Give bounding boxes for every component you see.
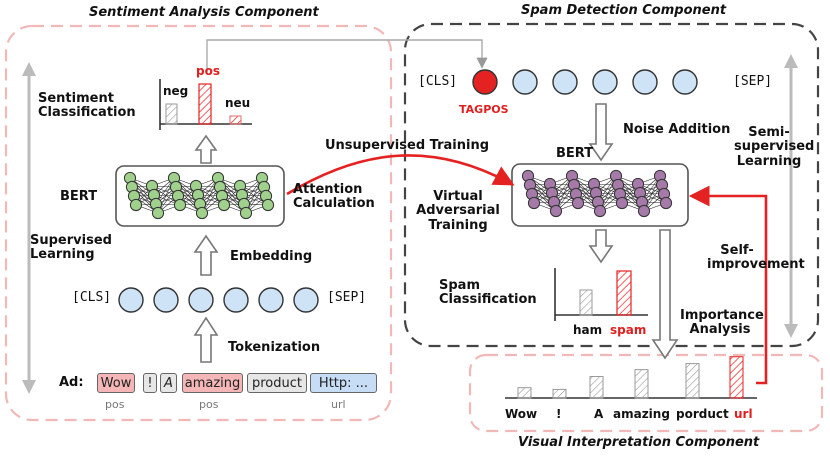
- semi-supervised-learning-label: Semi-supervised Learning: [734, 125, 815, 169]
- importance-bar: [589, 376, 604, 399]
- left-cls-token: [CLS]: [72, 290, 112, 305]
- tag-url: url: [331, 398, 346, 411]
- tag-pos-1: pos: [105, 398, 125, 411]
- token-amazing: amazing: [182, 373, 243, 393]
- token-node: [672, 69, 698, 95]
- ad-label: Ad:: [59, 375, 84, 390]
- token-exclaim: !: [143, 373, 157, 393]
- token-node: [118, 287, 144, 313]
- network-node: [217, 198, 231, 212]
- spam-component-box: [403, 22, 820, 348]
- importance-bar: [517, 387, 532, 399]
- token-node: [552, 69, 578, 95]
- network-node: [239, 206, 253, 220]
- importance-bar: [552, 388, 567, 399]
- neg-label: neg: [163, 84, 189, 98]
- importance-bar: [634, 369, 649, 399]
- importance-analysis-label: Importance Analysis: [680, 308, 764, 338]
- importance-bar: [685, 363, 700, 399]
- token-node: [258, 287, 284, 313]
- network-node: [527, 196, 541, 210]
- token-node: [223, 287, 249, 313]
- network-node: [659, 196, 673, 210]
- sentiment-component-title: Sentiment Analysis Component: [89, 5, 319, 20]
- spam-classification-label: Spam Classification: [439, 278, 537, 308]
- hollow-arrows-left: [193, 134, 219, 363]
- right-token-row: [472, 69, 698, 95]
- network-node: [571, 196, 585, 210]
- vis-word-url: url: [734, 407, 753, 421]
- sentiment-classification-label: Sentiment Classification: [38, 91, 136, 121]
- network-node: [261, 198, 275, 212]
- right-bert-network: [521, 169, 673, 218]
- tokenization-label: Tokenization: [228, 340, 321, 355]
- token-node: [592, 69, 618, 95]
- semi-supervised-double-arrow: [784, 54, 798, 338]
- network-node: [173, 198, 187, 212]
- token-a: A: [160, 373, 177, 393]
- pos-label: pos: [196, 64, 220, 78]
- attention-calculation-label: Attention Calculation: [293, 182, 375, 212]
- right-sep-token: [SEP]: [733, 74, 773, 89]
- embedding-label: Embedding: [230, 249, 313, 264]
- visual-component-title: Visual Interpretation Component: [518, 435, 760, 450]
- left-sep-token: [SEP]: [327, 290, 367, 305]
- token-node: [632, 69, 658, 95]
- network-node: [593, 204, 607, 218]
- right-bert-label: BERT: [556, 146, 594, 161]
- vis-word-porduct: porduct: [676, 407, 729, 421]
- unsupervised-training-arrow: [286, 154, 515, 196]
- spam-bar-chart: [554, 268, 648, 321]
- self-improvement-label: Self-improvement: [707, 243, 805, 273]
- hollow-arrows-right: [588, 103, 679, 360]
- network-node: [129, 198, 143, 212]
- network-node: [637, 204, 651, 218]
- self-improvement-arrow: [688, 185, 768, 385]
- importance-bar: [729, 356, 744, 399]
- spam-label: spam: [610, 323, 647, 337]
- supervised-double-arrow: [22, 62, 36, 394]
- token-node: [188, 287, 214, 313]
- left-bert-label: BERT: [60, 189, 98, 204]
- vis-word-exclaim: !: [556, 407, 562, 421]
- network-node: [615, 196, 629, 210]
- tag-pos-2: pos: [199, 398, 219, 411]
- network-node: [195, 206, 209, 220]
- spam-bar: [616, 270, 632, 316]
- network-node: [549, 204, 563, 218]
- token-product: product: [247, 373, 307, 393]
- token-node: [512, 69, 538, 95]
- virtual-adversarial-training-label: Virtual Adversarial Training: [416, 189, 500, 233]
- vis-word-wow: Wow: [505, 407, 538, 421]
- tagpos-label: TAGPOS: [459, 103, 509, 116]
- spam-component-title: Spam Detection Component: [521, 3, 727, 18]
- visual-component-box: [468, 353, 824, 433]
- token-http: Http: ...: [310, 373, 377, 393]
- right-cls-token: [CLS]: [418, 74, 458, 89]
- noise-addition-label: Noise Addition: [623, 122, 731, 137]
- vis-word-a: A: [594, 407, 604, 421]
- ham-label: ham: [573, 323, 603, 337]
- token-node: [293, 287, 319, 313]
- supervised-learning-label: Supervised Learning: [30, 233, 112, 263]
- sentiment-component-box: [4, 24, 393, 422]
- pos-bar: [198, 83, 212, 125]
- token-wow: Wow: [97, 373, 135, 393]
- unsupervised-training-label: Unsupervised Training: [325, 138, 490, 153]
- pos-to-tagpos-connector: [206, 39, 488, 72]
- left-token-row: [118, 287, 319, 313]
- neu-bar: [229, 115, 242, 125]
- importance-bar-chart: [505, 356, 757, 399]
- sentiment-bar-chart: [159, 79, 252, 130]
- vis-word-amazing: amazing: [613, 407, 670, 421]
- neu-label: neu: [225, 96, 251, 110]
- network-node: [151, 206, 165, 220]
- ham-bar: [579, 289, 593, 316]
- neg-bar: [165, 103, 178, 125]
- tagpos-node: [472, 69, 498, 95]
- left-bert-network: [123, 171, 275, 220]
- token-node: [153, 287, 179, 313]
